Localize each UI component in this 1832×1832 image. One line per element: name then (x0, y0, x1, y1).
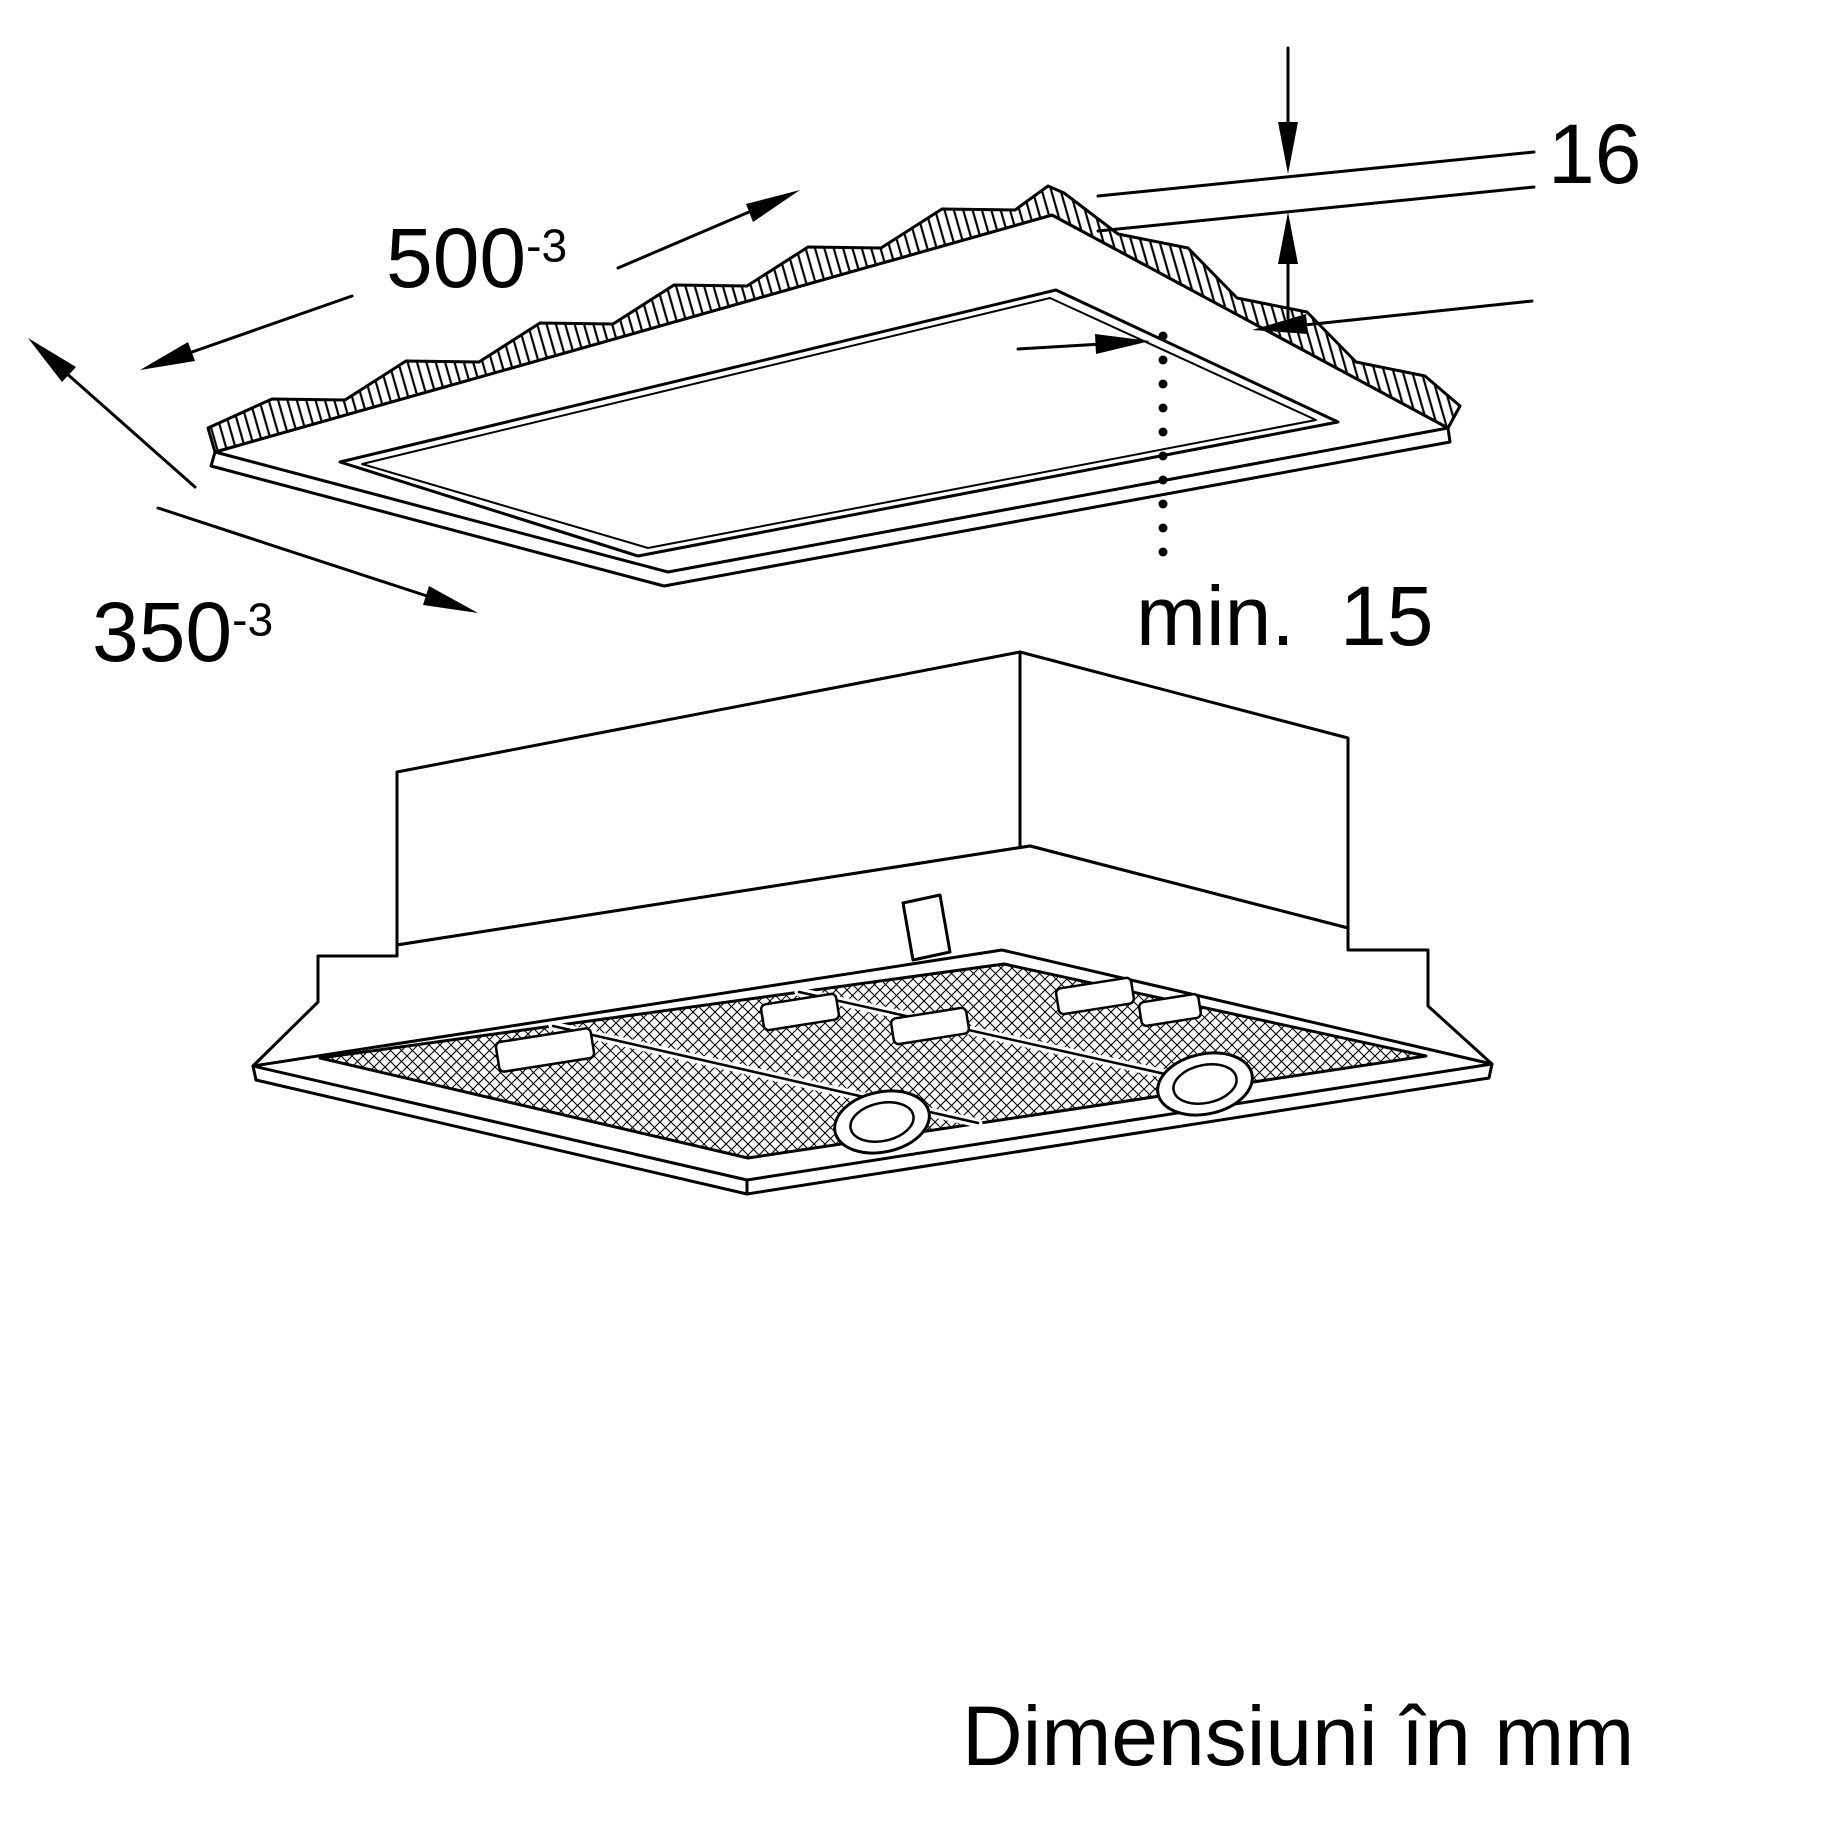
min-distance-dotted-line (1158, 331, 1168, 557)
dim-width-label: 500-3 (386, 216, 567, 300)
dim-depth-line-lower (156, 506, 432, 599)
lamp-opening-2 (1156, 1051, 1254, 1117)
min-distance-leader-line (1293, 299, 1534, 328)
hatched-edge-band (206, 184, 1462, 454)
panel-thickness-edge (209, 426, 1452, 588)
units-note: Dimensiuni în mm (962, 1689, 1635, 1783)
filter-latch-2 (759, 992, 841, 1032)
filter-latch-3 (889, 1006, 971, 1046)
cutout-panel-drawing (206, 184, 1462, 588)
min-distance-label: min. 15 (1136, 574, 1433, 658)
dim-thickness-ext-lower (1096, 185, 1536, 233)
filter-latch-1 (494, 1027, 596, 1073)
min-distance-value: min. 15 (1136, 569, 1434, 663)
dim-depth-line-upper (63, 370, 197, 489)
cutout-opening-inner (361, 297, 1317, 549)
dim-thickness-arrow-down (1278, 122, 1298, 174)
dim-width-arrow-lower (140, 342, 195, 370)
min-distance-horizontal-arrow (1095, 334, 1150, 354)
dimension-annotations (28, 46, 1536, 613)
dim-thickness-label: 16 (1548, 112, 1641, 196)
dim-depth-arrow-upper (28, 338, 76, 382)
dim-thickness-arrow-up (1278, 212, 1298, 264)
dim-width-tolerance: -3 (526, 219, 568, 272)
dim-depth-label: 350-3 (92, 590, 273, 674)
min-distance-horizontal-line (1016, 342, 1104, 351)
filter-seam-2 (797, 990, 1225, 1089)
dim-depth-tolerance: -3 (232, 593, 274, 646)
filter-latch-5 (1137, 992, 1203, 1028)
dim-thickness-ext-upper (1096, 150, 1536, 198)
dim-width-arrow-upper (746, 190, 800, 222)
dim-thickness-value: 16 (1548, 107, 1642, 201)
damper-tab (901, 893, 952, 962)
lamp-opening-1 (833, 1089, 931, 1155)
dim-width-line-upper (616, 201, 772, 270)
hood-unit-drawing (251, 650, 1494, 1196)
dim-width-line-lower (173, 294, 354, 360)
dim-depth-arrow-lower (423, 586, 478, 613)
filter-latch-4 (1054, 976, 1136, 1016)
dim-width-value: 500 (386, 211, 527, 305)
min-distance-leader-arrow (1252, 314, 1308, 334)
dim-depth-value: 350 (92, 585, 233, 679)
